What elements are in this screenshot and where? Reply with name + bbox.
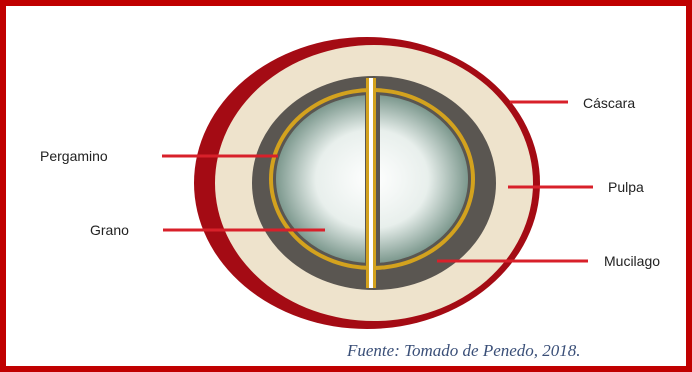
label-grano: Grano xyxy=(90,222,129,238)
label-pergamino: Pergamino xyxy=(40,148,108,164)
grano-right-half xyxy=(380,95,468,263)
center-divider-highlight xyxy=(369,78,373,288)
label-pulpa: Pulpa xyxy=(608,179,644,195)
source-caption: Fuente: Tomado de Penedo, 2018. xyxy=(347,341,581,360)
label-cascara: Cáscara xyxy=(583,95,636,111)
label-mucilago: Mucilago xyxy=(604,253,661,269)
grano-left-half xyxy=(276,95,365,263)
